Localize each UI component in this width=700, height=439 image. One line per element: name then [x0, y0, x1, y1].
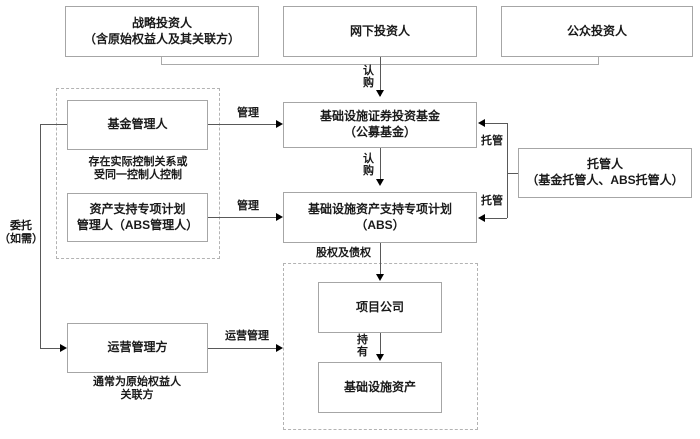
arrowhead-down-icon	[376, 90, 384, 97]
node-project-company: 项目公司	[318, 282, 442, 333]
connector-manage-abs	[208, 217, 277, 218]
node-label-line: 基金管理人	[107, 117, 168, 132]
connector-equity-debt	[380, 243, 381, 279]
node-label-line: 战略投资人	[131, 15, 192, 30]
node-public-fund: 基础设施证券投资基金 （公募基金）	[283, 102, 477, 148]
edge-label-custody-abs: 托管	[481, 195, 503, 207]
edge-label-custody-fund: 托管	[481, 135, 503, 147]
arrowhead-left-icon	[478, 119, 485, 127]
connector-subscribe-abs	[380, 148, 381, 184]
note-control-relation-line1: 存在实际控制关系或	[88, 156, 188, 168]
edge-label-manage-abs: 管理	[237, 200, 259, 212]
note-control-relation-line2: 受同一控制人控制	[94, 168, 182, 181]
connector-manage-fund	[208, 124, 277, 125]
arrowhead-right-icon	[276, 344, 283, 352]
node-label-line: 资产支持专项计划	[89, 201, 186, 216]
node-operation-manager: 运营管理方	[67, 323, 208, 373]
edge-label-manage-fund: 管理	[237, 107, 259, 119]
note-operator-affiliate: 通常为原始权益人 关联方	[62, 376, 212, 402]
node-infrastructure-asset: 基础设施资产	[318, 362, 442, 413]
node-label-line: 网下投资人	[349, 23, 410, 38]
node-label-line: （公募基金）	[343, 125, 416, 139]
connector-custody-stub	[507, 173, 518, 174]
edge-label-entrust-line1: 委托	[10, 220, 32, 232]
arrowhead-down-icon	[376, 179, 384, 186]
connector-custody-trunk	[507, 123, 508, 218]
connector-custody-to-fund	[484, 123, 507, 124]
edge-label-hold: 持有	[357, 334, 368, 358]
edge-label-subscribe-top: 认购	[363, 65, 374, 89]
node-abs-manager: 资产支持专项计划 管理人（ABS管理人）	[67, 193, 208, 242]
node-label-line: （含原始权益人及其关联方）	[83, 31, 240, 46]
node-offline-investors: 网下投资人	[283, 6, 477, 57]
manager-group-dashed-frame	[56, 88, 220, 259]
edge-label-operation-manage: 运营管理	[225, 330, 269, 342]
connector-entrust-bottom	[40, 348, 61, 349]
node-label-line: 管理人（ABS管理人）	[76, 217, 199, 232]
node-fund-manager: 基金管理人	[67, 100, 208, 150]
connector-entrust-trunk	[40, 124, 41, 348]
node-custodian: 托管人 （基金托管人、ABS托管人）	[518, 148, 692, 198]
node-label-line: 基础设施证券投资基金	[319, 109, 440, 124]
edge-label-entrust: 委托 （如需）	[0, 220, 44, 246]
node-abs-plan: 基础设施资产支持专项计划 （ABS）	[283, 192, 477, 243]
arrowhead-down-icon	[376, 354, 384, 361]
connector-strategic-drop	[161, 57, 162, 65]
note-control-relation: 存在实际控制关系或 受同一控制人控制	[60, 156, 216, 182]
note-operator-affiliate-line1: 通常为原始权益人	[93, 376, 181, 388]
arrowhead-right-icon	[60, 344, 67, 352]
edge-label-subscribe-mid: 认购	[363, 153, 374, 177]
node-label-line: 运营管理方	[107, 340, 168, 355]
node-label-line: 托管人	[586, 157, 623, 172]
node-label-line: （基金托管人、ABS托管人）	[526, 173, 684, 187]
arrowhead-down-icon	[376, 274, 384, 281]
connector-public-drop	[598, 57, 599, 65]
edge-label-entrust-line2: （如需）	[0, 232, 43, 245]
connector-hold	[380, 333, 381, 358]
node-label-line: 基础设施资产支持专项计划	[307, 201, 452, 216]
connector-entrust-top	[40, 124, 67, 125]
node-label-line: 项目公司	[355, 299, 404, 314]
arrowhead-left-icon	[478, 214, 485, 222]
connector-custody-to-abs	[484, 218, 507, 219]
arrowhead-right-icon	[276, 120, 283, 128]
edge-label-equity-debt: 股权及债权	[316, 247, 371, 259]
note-operator-affiliate-line2: 关联方	[120, 388, 154, 401]
node-strategic-investors: 战略投资人 （含原始权益人及其关联方）	[65, 6, 259, 57]
node-label-line: 公众投资人	[566, 23, 627, 38]
node-label-line: （ABS）	[355, 217, 405, 232]
node-label-line: 基础设施资产	[343, 379, 416, 394]
node-public-investors: 公众投资人	[501, 6, 693, 57]
arrowhead-right-icon	[276, 213, 283, 221]
connector-subscribe-fund	[380, 57, 381, 96]
connector-operation-manage	[208, 348, 277, 349]
